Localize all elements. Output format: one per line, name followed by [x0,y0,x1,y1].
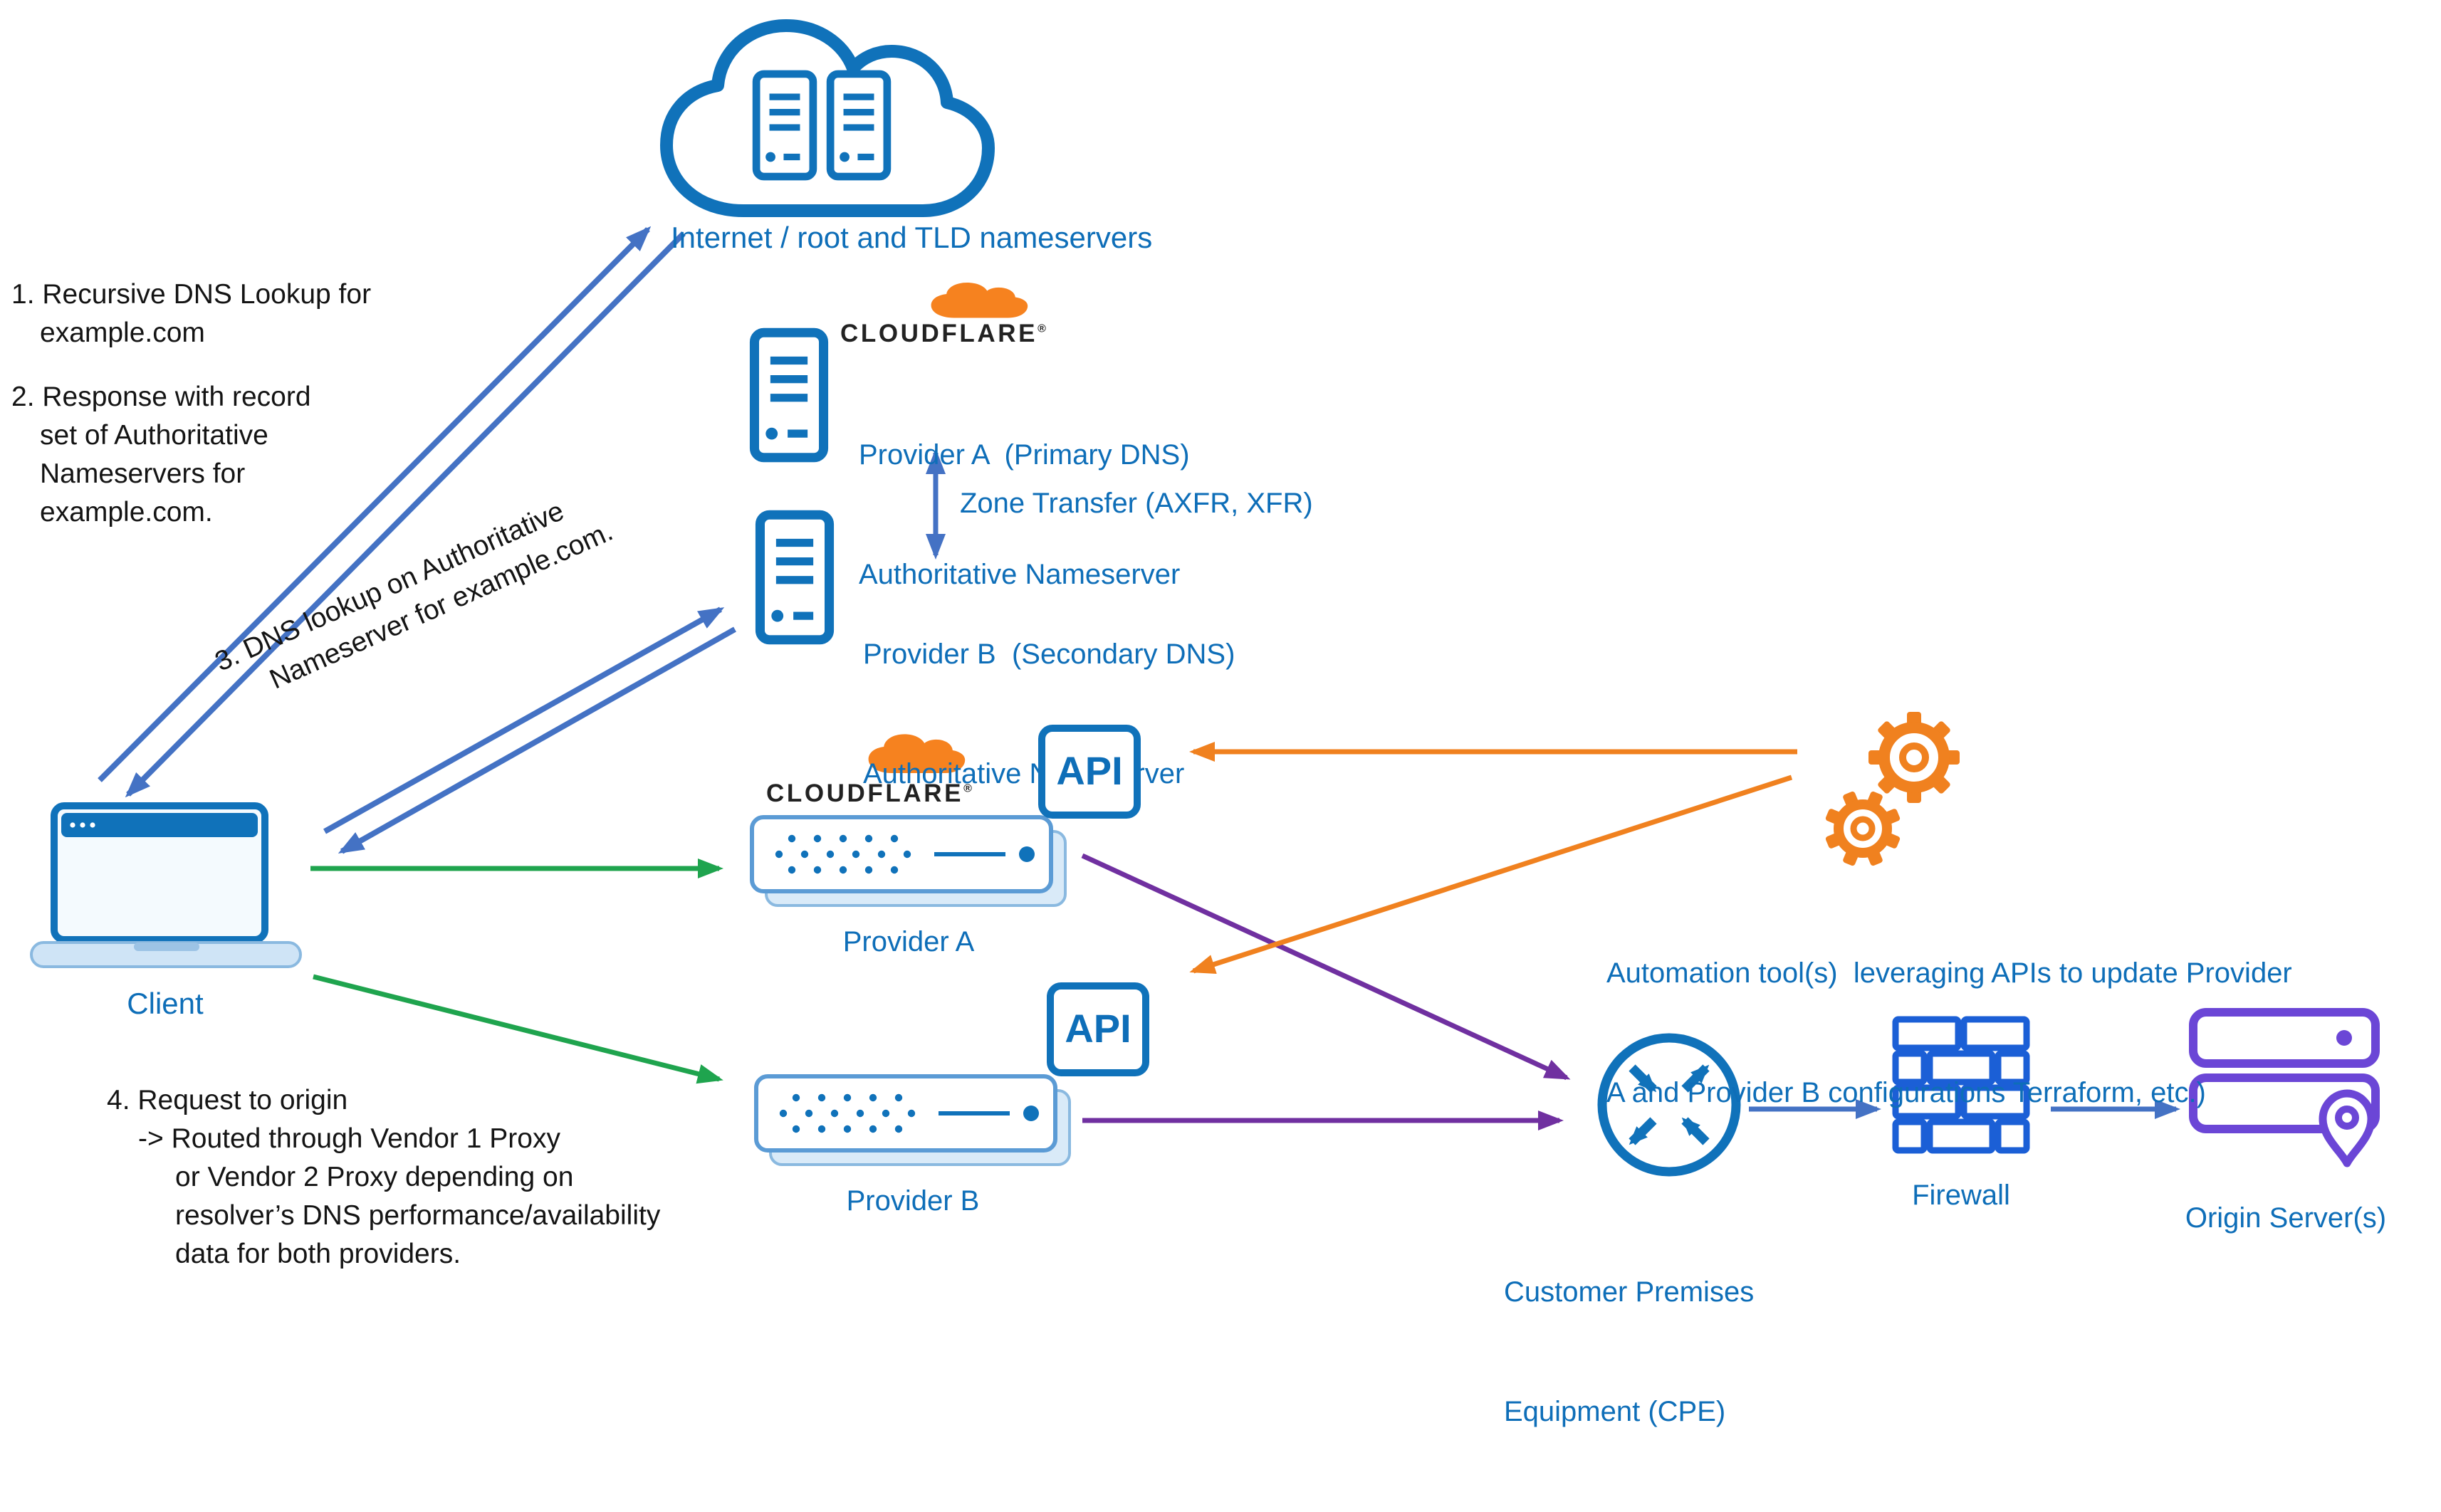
tld-nameserver-icon [830,74,887,177]
proxy-b-appliance-icon [756,1076,1070,1165]
arrow-authoritative-lookup [323,607,725,834]
arrow-automation-to-api-b [1189,775,1793,975]
api-box-provider-a: API [1038,725,1141,819]
internet-cloud-icon [660,19,995,217]
provider-a-ns-label: Provider A (Primary DNS) Authoritative N… [859,440,1190,591]
client-label: Client [127,988,204,1021]
api-box-provider-b: API [1047,982,1149,1076]
cpe-router-icon [1597,1033,1741,1177]
proxy-b-label: Provider B [846,1186,980,1217]
cloudflare-wordmark-proxy: CLOUDFLARE® [766,779,972,807]
arrow-ns-response [125,231,686,798]
provider-b-nameserver-icon [760,515,829,639]
origin-label: Origin Server(s) [2185,1203,2387,1234]
origin-servers-icon [2189,1008,2380,1167]
root-nameserver-icon [756,74,813,177]
cpe-label: Customer Premises Equipment (CPE) [1504,1277,1755,1428]
cloudflare-logo-cloud-top [931,283,1028,318]
dns-architecture-diagram: Internet / root and TLD nameservers CLOU… [11,19,2387,1428]
step2-annotation: 2. Response with record set of Authorita… [11,382,311,528]
automation-gears-icon [1825,712,1960,866]
provider-b-ns-label: Provider B (Secondary DNS) Authoritative… [863,639,1235,790]
step1-annotation: 1. Recursive DNS Lookup for example.com [11,279,372,349]
firewall-label: Firewall [1912,1180,2010,1212]
firewall-icon [1892,1016,2030,1154]
arrow-recursive-lookup [98,226,652,782]
client-laptop-icon [30,802,302,968]
diagram-graphics [30,19,2380,1177]
provider-a-nameserver-icon [754,332,823,457]
arrow-provider-a-to-cpe [1081,853,1571,1081]
arrow-client-to-provider-b [313,974,723,1084]
cloudflare-wordmark-top: CLOUDFLARE® [840,319,1046,347]
internet-label: Internet / root and TLD nameservers [671,222,1153,255]
proxy-a-label: Provider A [842,927,975,958]
automation-label: Automation tool(s) leveraging APIs to up… [1606,958,2292,1109]
zone-transfer-label: Zone Transfer (AXFR, XFR) [960,488,1313,520]
location-pin-icon [2319,1089,2375,1167]
arrow-authoritative-response [338,626,736,854]
step4-annotation: 4. Request to origin -> Routed through V… [107,1085,661,1270]
